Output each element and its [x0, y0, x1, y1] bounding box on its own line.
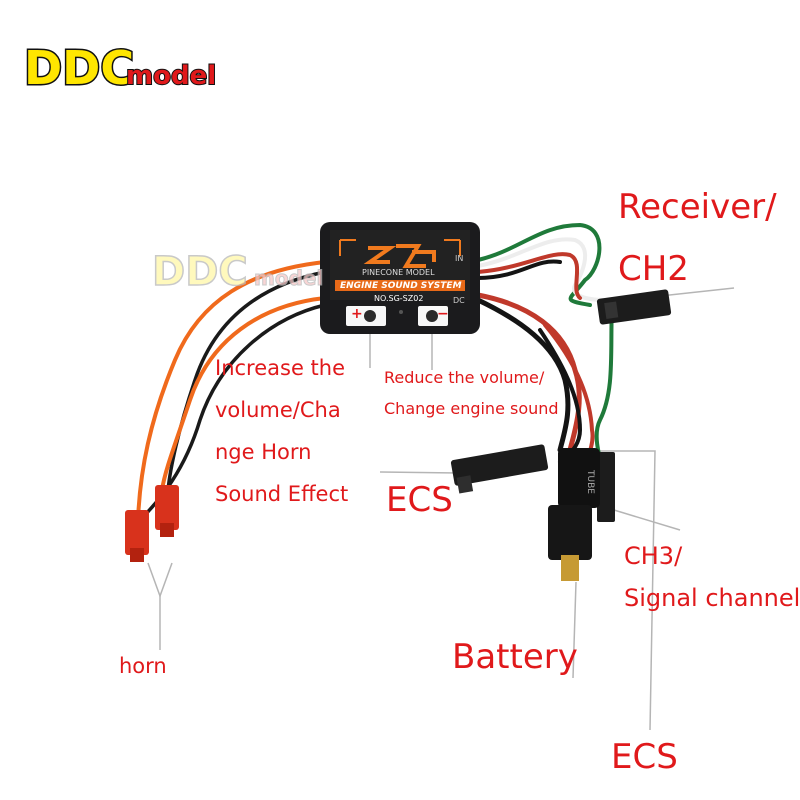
- pointer-ecs-left: [379, 471, 459, 474]
- label-increase-1: Increase the: [215, 356, 346, 380]
- pointer-battery: [572, 581, 577, 679]
- receiver-wires: [476, 222, 614, 502]
- device-port-in: IN: [455, 254, 464, 263]
- battery-plug: TUBE: [548, 448, 600, 581]
- label-battery: Battery: [452, 637, 578, 677]
- watermark-main-text: DDC: [152, 249, 248, 295]
- device-brand-line: PINECONE MODEL: [362, 268, 435, 277]
- esc-left-connector: [450, 444, 549, 494]
- ddc-logo: DDC model: [23, 40, 218, 96]
- device-title: ENGINE SOUND SYSTEM: [340, 281, 462, 291]
- device-button-minus-label: −: [437, 306, 449, 322]
- logo-main-text: DDC: [24, 41, 134, 95]
- device-button-plus-label: +: [351, 306, 363, 322]
- pointer-horn: [147, 562, 173, 599]
- device-port-dc: DC: [453, 296, 465, 305]
- label-reduce-1: Reduce the volume/: [384, 368, 545, 387]
- label-ch3-2: Signal channel: [624, 584, 800, 612]
- pointer-ch3: [613, 509, 681, 531]
- label-reduce-2: Change engine sound: [384, 399, 559, 418]
- sound-module: [320, 222, 480, 334]
- label-ecs-left: ECS: [386, 480, 453, 520]
- watermark-sub-text: model: [254, 266, 323, 290]
- plug-brand-text: TUBE: [585, 469, 595, 494]
- horn-plugs: [125, 485, 179, 562]
- pointer-ecs-bottom: [597, 450, 656, 731]
- minus-button: [426, 310, 438, 322]
- label-increase-4: Sound Effect: [215, 482, 349, 506]
- label-ecs-bottom: ECS: [611, 737, 678, 777]
- receiver-connector: [596, 289, 672, 325]
- ddc-watermark: DDC model: [151, 248, 324, 295]
- ch3-connector: [597, 452, 615, 522]
- plus-button: [364, 310, 376, 322]
- label-receiver-1: Receiver/: [618, 187, 777, 227]
- device-model: NO.SG-SZ02: [374, 294, 424, 303]
- sg-logo: [363, 244, 436, 268]
- label-horn: horn: [119, 654, 167, 678]
- label-receiver-2: CH2: [618, 249, 689, 289]
- logo-sub-text: model: [126, 61, 216, 91]
- label-increase-3: nge Horn: [215, 440, 312, 464]
- label-ch3-1: CH3/: [624, 542, 683, 570]
- label-increase-2: volume/Cha: [215, 398, 341, 422]
